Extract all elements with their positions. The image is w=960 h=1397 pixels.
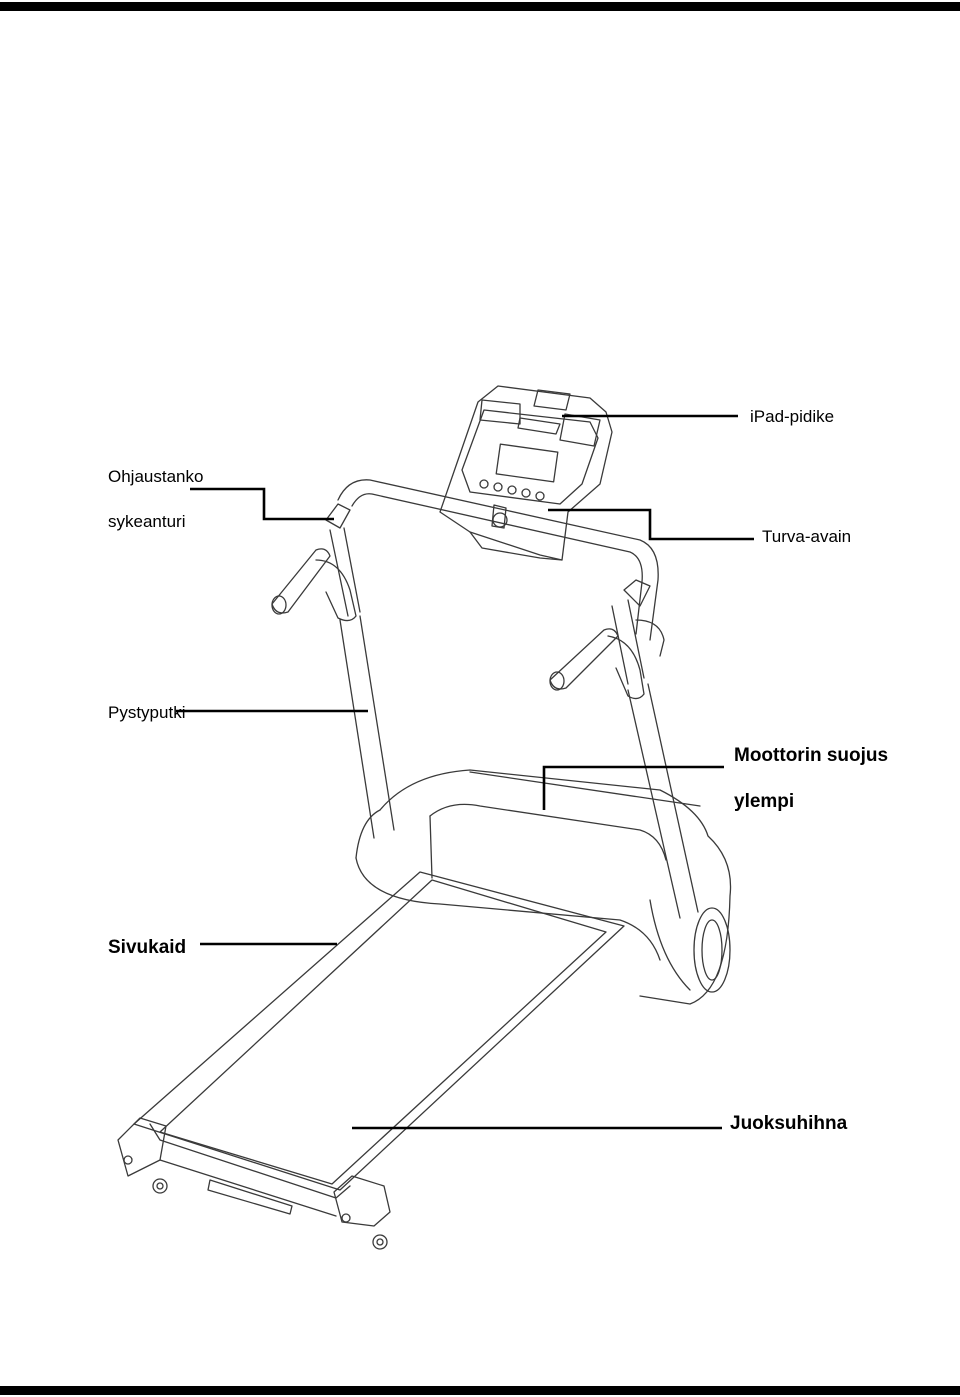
label-safety-key: Turva-avain [762,527,852,546]
leader-safety-key [548,508,754,541]
bottom-border-rule [0,1386,960,1395]
top-border-rule [0,2,960,11]
leader-handlebar [190,487,334,521]
console [439,385,613,561]
treadmill-deck [117,871,625,1250]
leader-motor-cover [542,765,724,810]
label-ipad-holder: iPad-pidike [750,407,835,426]
label-motor-cover-line1: Moottorin suojus [734,745,889,766]
label-side-rail: Sivukaid [108,937,187,958]
handlebar-frame [325,479,659,685]
callout-leaders [176,414,754,1130]
treadmill-line-art [117,385,732,1250]
hand-grips [271,548,665,700]
label-handlebar-line1: Ohjaustanko [108,467,204,486]
motor-cover [355,769,732,1005]
upright-tubes [339,615,699,919]
label-motor-cover-line2: ylempi [734,791,795,812]
label-upright: Pystyputki [108,703,186,722]
label-handlebar-line2: sykeanturi [108,512,186,531]
label-running-belt: Juoksuhihna [730,1113,848,1134]
